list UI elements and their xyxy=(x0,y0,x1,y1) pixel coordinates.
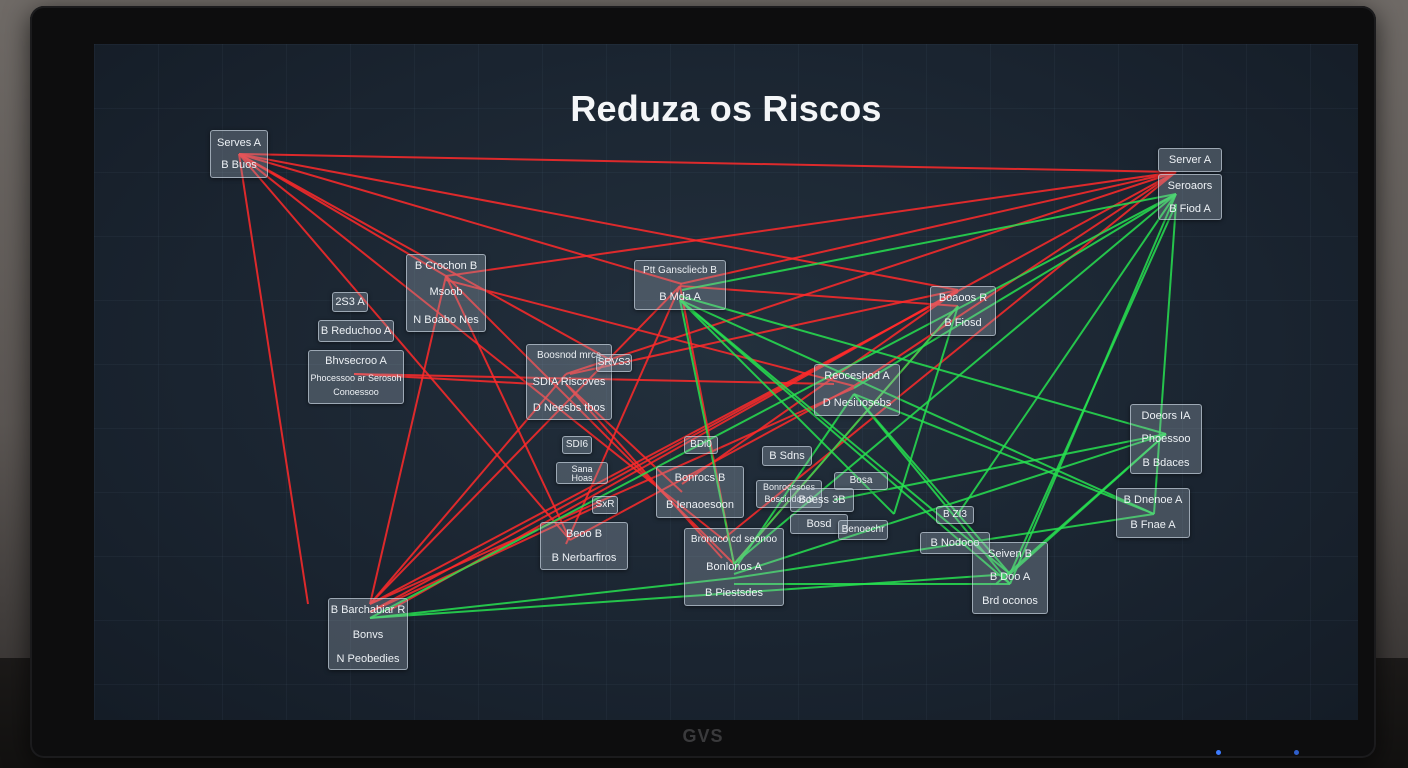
risk-connection-21 xyxy=(370,286,680,604)
node-srvs3[interactable]: SRVS3 xyxy=(596,354,632,372)
power-led xyxy=(1216,750,1221,755)
node-server-a-left[interactable]: Serves A B Buos xyxy=(210,130,268,178)
node-ganscliecb[interactable]: Ptt Ganscliecb B B Mda A xyxy=(634,260,726,310)
node-barchabiar[interactable]: B Barchabiar R Bonvs N Peobedies xyxy=(328,598,408,670)
node-seroaors[interactable]: Seroaors B Fiod A xyxy=(1158,174,1222,220)
node-boaoos[interactable]: Boaoos R B Fiosd xyxy=(930,286,996,336)
network-connections xyxy=(94,44,1358,720)
node-beoo[interactable]: Beoo B B Nerbarfiros xyxy=(540,522,628,570)
node-bronoco[interactable]: Bronoco cd seonoo Bonlonos A B Piestsdes xyxy=(684,528,784,606)
node-dnenoe[interactable]: B Dnenoe A B Fnae A xyxy=(1116,488,1190,538)
node-doeors[interactable]: Doeors IA Phoessoo B Bdaces xyxy=(1130,404,1202,474)
risk-connection-0 xyxy=(239,154,1176,172)
node-sxr[interactable]: SxR xyxy=(592,496,618,514)
node-bonrocs[interactable]: Bonrocs B B Ienaoesoon xyxy=(656,466,744,518)
node-seiven[interactable]: Seiven B B Doo A Brd oconos xyxy=(972,542,1048,614)
node-reduchoo[interactable]: B Reduchoo A xyxy=(318,320,394,342)
node-bhvsecroo[interactable]: Bhvsecroo A Phocessoo ar Serosoh Conoess… xyxy=(308,350,404,404)
node-sana[interactable]: Sana Hoas xyxy=(556,462,608,484)
monitor: Reduza os Riscos Serves A B Buos Server … xyxy=(30,6,1376,758)
node-2s3[interactable]: 2S3 A xyxy=(332,292,368,312)
risk-connection-1 xyxy=(239,154,958,290)
node-crochon[interactable]: B Crochon B Msoob N Boabo Nes xyxy=(406,254,486,332)
node-benoechr[interactable]: Benoechr xyxy=(838,520,888,540)
node-sdi6[interactable]: SDI6 xyxy=(562,436,592,454)
node-zi3[interactable]: B ZI3 xyxy=(936,506,974,524)
node-bdi0[interactable]: BDi0 xyxy=(684,436,718,454)
node-sdns[interactable]: B Sdns xyxy=(762,446,812,466)
safe-connection-58 xyxy=(370,578,734,618)
risk-connection-18 xyxy=(446,276,734,564)
screen: Reduza os Riscos Serves A B Buos Server … xyxy=(94,44,1358,720)
page-title: Reduza os Riscos xyxy=(94,88,1358,130)
safe-connection-37 xyxy=(682,194,1176,290)
status-led xyxy=(1294,750,1299,755)
node-server-a-right[interactable]: Server A xyxy=(1158,148,1222,172)
monitor-brand-logo: GVS xyxy=(30,726,1376,747)
risk-connection-10 xyxy=(680,172,1176,284)
node-boess[interactable]: Boess 3B xyxy=(790,488,854,512)
node-reoceshod[interactable]: Reoceshod A D Nesiuosebs xyxy=(814,364,900,416)
